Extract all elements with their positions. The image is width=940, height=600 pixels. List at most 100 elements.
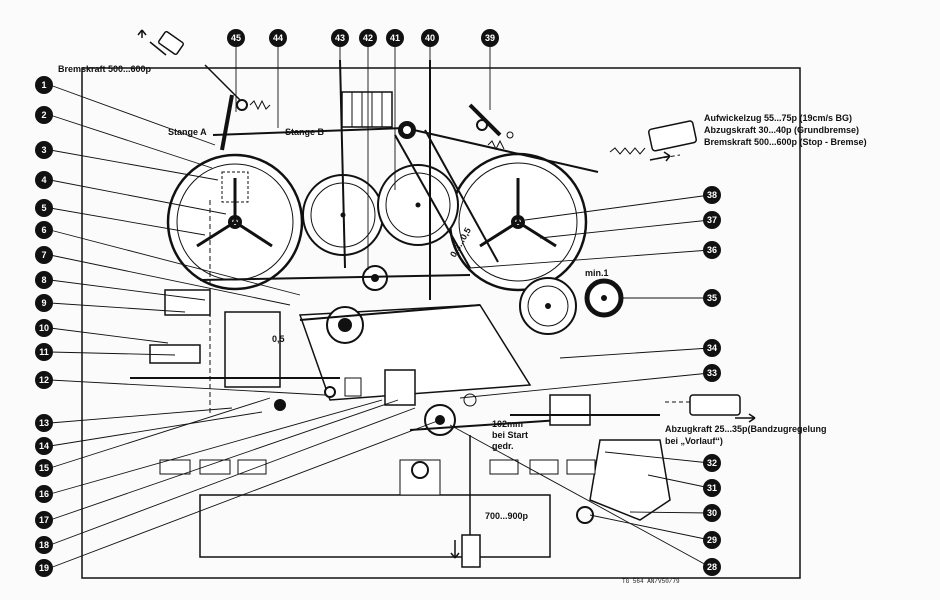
callout-28: 28 [703,558,721,576]
svg-text:44: 44 [273,33,283,43]
callout-31: 31 [703,479,721,497]
callout-3: 3 [35,141,53,159]
tape-path [199,59,599,300]
center-drum-right [377,164,459,246]
callout-12: 12 [35,371,53,389]
callout-30: 30 [703,504,721,522]
svg-text:15: 15 [39,463,49,473]
callout-15: 15 [35,459,53,477]
annotation-abzugkraft-low-2: bei „Vorlauf“) [665,436,723,446]
svg-text:17: 17 [39,515,49,525]
svg-text:2: 2 [41,110,46,120]
callouts-right: 38 37 36 35 34 33 32 31 30 29 28 [703,186,721,576]
annotation-stange-b: Stange B [285,127,325,137]
callout-6: 6 [35,221,53,239]
annotation-bremskraft-top: Bremskraft 500...600p [58,64,152,74]
svg-text:30: 30 [707,508,717,518]
svg-text:37: 37 [707,215,717,225]
svg-text:28: 28 [707,562,717,572]
callout-4: 4 [35,171,53,189]
left-reel [166,153,304,291]
callout-16: 16 [35,485,53,503]
spring-gauge-right [609,120,697,161]
callout-14: 14 [35,437,53,455]
svg-text:45: 45 [231,33,241,43]
svg-text:36: 36 [707,245,717,255]
svg-text:3: 3 [41,145,46,155]
callout-34: 34 [703,339,721,357]
callout-13: 13 [35,414,53,432]
svg-text:9: 9 [41,298,46,308]
right-tension-arm [468,103,514,151]
left-tension-arm [204,64,271,151]
svg-text:8: 8 [41,275,46,285]
callout-19: 19 [35,559,53,577]
annotation-gedr: gedr. [492,441,514,451]
annotation-bremskraft-right: Bremskraft 500...600p (Stop - Bremse) [704,137,867,147]
svg-text:41: 41 [390,33,400,43]
svg-text:12: 12 [39,375,49,385]
pinch-roller-pair [519,277,624,335]
callout-2: 2 [35,106,53,124]
annotation-abzugkraft-low-1: Abzugkraft 25...35p(Bandzugregelung [665,424,827,434]
annotation-min1: min.1 [585,268,609,278]
callout-43: 43 [331,29,349,47]
svg-text:33: 33 [707,368,717,378]
annotation-bei-start: bei Start [492,430,528,440]
spring-gauge-top [137,29,184,56]
svg-text:31: 31 [707,483,717,493]
right-mechanism [510,394,741,524]
callout-29: 29 [703,531,721,549]
callout-39: 39 [481,29,499,47]
svg-text:10: 10 [39,323,49,333]
callouts-left: 1 2 3 4 5 6 7 8 9 10 11 12 13 14 15 16 1… [35,76,53,577]
chassis-frame [81,67,801,579]
svg-text:4: 4 [41,175,46,185]
svg-text:18: 18 [39,540,49,550]
callout-11: 11 [35,343,53,361]
callout-9: 9 [35,294,53,312]
svg-text:1: 1 [41,80,46,90]
callout-5: 5 [35,199,53,217]
callout-44: 44 [269,29,287,47]
callout-40: 40 [421,29,439,47]
callout-37: 37 [703,211,721,229]
svg-text:5: 5 [41,203,46,213]
callout-1: 1 [35,76,53,94]
annotation-abzugskraft: Abzugskraft 30...40p (Grundbremse) [704,125,859,135]
annotation-102mm: 102mm [492,419,523,429]
svg-text:14: 14 [39,441,49,451]
callout-10: 10 [35,319,53,337]
svg-text:42: 42 [363,33,373,43]
svg-text:29: 29 [707,535,717,545]
svg-text:32: 32 [707,458,717,468]
reference-code: TG 564 AN/V50/79 [622,578,680,585]
svg-text:34: 34 [707,343,717,353]
callout-38: 38 [703,186,721,204]
head-block [341,91,416,139]
right-reel [448,152,588,292]
capstan-roller [362,265,388,291]
svg-text:7: 7 [41,250,46,260]
callout-8: 8 [35,271,53,289]
svg-text:13: 13 [39,418,49,428]
slider-plate [298,304,532,401]
svg-text:11: 11 [39,347,49,357]
annotation-aufwickelzug: Aufwickelzug 55...75p (19cm/s BG) [704,113,852,123]
svg-text:35: 35 [707,293,717,303]
callout-18: 18 [35,536,53,554]
callout-42: 42 [359,29,377,47]
svg-text:38: 38 [707,190,717,200]
annotation-stange-a: Stange A [168,127,207,137]
svg-text:40: 40 [425,33,435,43]
callout-7: 7 [35,246,53,264]
callouts-top: 45 44 43 42 41 40 39 [227,29,499,47]
callout-36: 36 [703,241,721,259]
svg-text:19: 19 [39,563,49,573]
annotation-dim-05: 0,5 [272,334,285,344]
leader-lines [49,40,711,569]
callout-45: 45 [227,29,245,47]
callout-35: 35 [703,289,721,307]
hanging-weight [450,435,481,568]
